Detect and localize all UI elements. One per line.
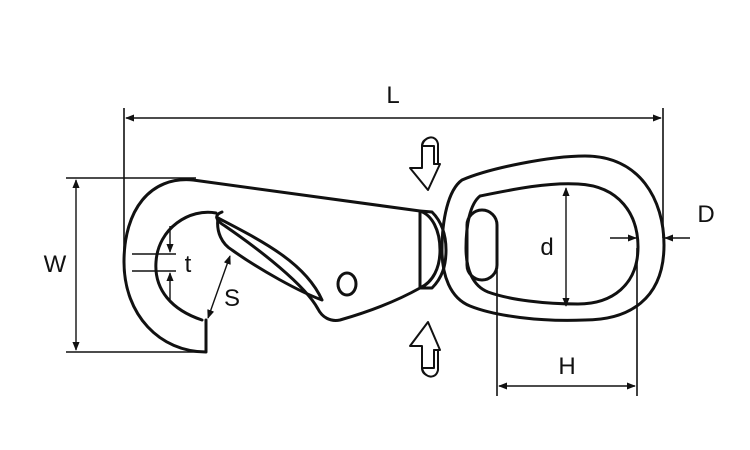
label-wire-diameter: D: [697, 201, 714, 228]
label-eye-height: H: [558, 353, 575, 380]
dimension-opening: S: [207, 255, 240, 319]
hook-body: [122, 178, 448, 354]
dimension-eye-height: H: [498, 353, 636, 390]
dimension-length: L: [125, 82, 662, 122]
dimension-width: W: [44, 179, 80, 351]
label-thickness: t: [185, 251, 192, 278]
swivel-eye: [440, 154, 666, 322]
label-inner-diameter: d: [540, 234, 553, 261]
rotation-arrow-bottom: [409, 321, 441, 378]
dimension-inner-diameter: d: [540, 187, 570, 307]
swivel-rotation-arrows: [409, 136, 441, 378]
dimension-thickness: t: [132, 226, 192, 300]
dimension-wire-diameter: D: [610, 201, 715, 242]
extension-lines: [66, 108, 664, 396]
rotation-arrow-top: [409, 136, 441, 191]
label-opening: S: [224, 285, 240, 312]
label-width: W: [44, 251, 67, 278]
label-length: L: [386, 82, 399, 109]
